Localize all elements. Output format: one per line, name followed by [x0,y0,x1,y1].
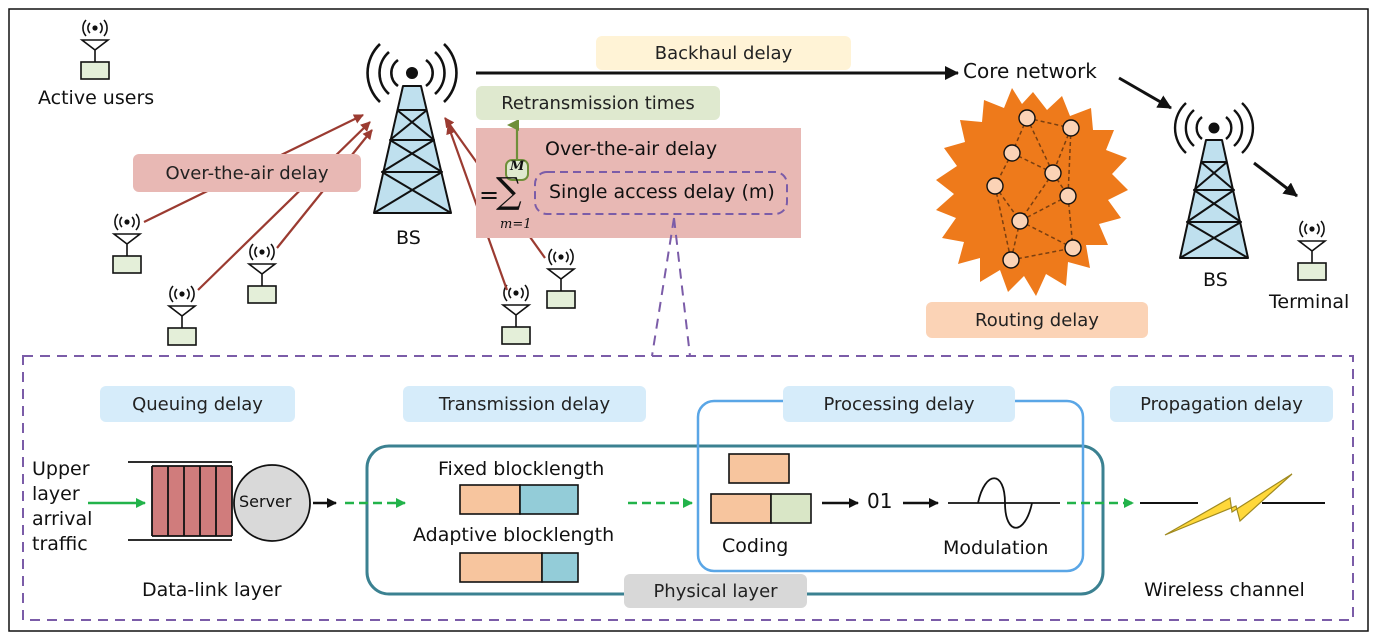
formula-upper: M [510,159,525,174]
single-access-box [534,171,788,215]
ota-box-title: Over-the-air delay [545,138,718,160]
modulation-sine-icon [948,477,1060,529]
bits-label: 01 [867,489,893,513]
queuing-delay-label: Queuing delay [100,386,295,422]
bs-left-label: BS [396,227,421,249]
core-network-label: Core network [963,59,1097,83]
user-terminal-icon [167,285,197,346]
propagation-delay-label: Propagation delay [1110,386,1333,422]
physical-layer-label: Physical layer [624,574,807,608]
active-users-label: Active users [38,87,155,109]
wireless-channel-label: Wireless channel [1144,579,1305,601]
fixed-blocklength-label: Fixed blocklength [438,458,605,480]
layer-label: layer [32,483,80,505]
server-icon [233,464,311,542]
traffic-label: traffic [32,533,88,555]
data-link-layer-label: Data-link layer [142,579,282,601]
transmission-delay-label: Transmission delay [403,386,646,422]
routing-nodes [986,109,1082,269]
queue-icon [128,461,233,541]
formula-lower: m=1 [500,217,532,232]
ota-delay-label: Over-the-air delay [133,154,361,192]
user-terminal-icon [546,248,576,309]
terminal-icon [1297,220,1327,281]
user-terminal-icon [247,243,277,304]
processing-delay-label: Processing delay [783,386,1015,422]
lightning-icon [1164,473,1293,536]
base-station-tower-icon [366,43,458,214]
formula-sigma: ∑ [496,171,522,212]
user-terminal-icon [80,19,110,80]
user-terminal-icon [501,284,531,345]
single-access-delay-label: Single access delay (m) [549,181,775,203]
modulation-label: Modulation [943,537,1049,559]
bs-right-label: BS [1203,269,1228,291]
outer-frame [8,8,1369,632]
ota-box [476,128,801,238]
user-terminal-icon [112,213,142,274]
arrival-label: arrival [32,508,93,530]
routing-delay-label: Routing delay [926,302,1148,338]
zoom-frame [22,355,1354,621]
adaptive-blocklength-label: Adaptive blocklength [413,524,615,546]
backhaul-delay-label: Backhaul delay [596,36,851,70]
upper-label: Upper [32,458,90,480]
coding-label: Coding [722,535,789,557]
retransmission-times-label: Retransmission times [476,86,720,120]
base-station-tower-icon [1173,102,1255,259]
server-label: Server [239,492,292,511]
terminal-label: Terminal [1269,291,1350,313]
formula-equals: = [479,181,500,209]
